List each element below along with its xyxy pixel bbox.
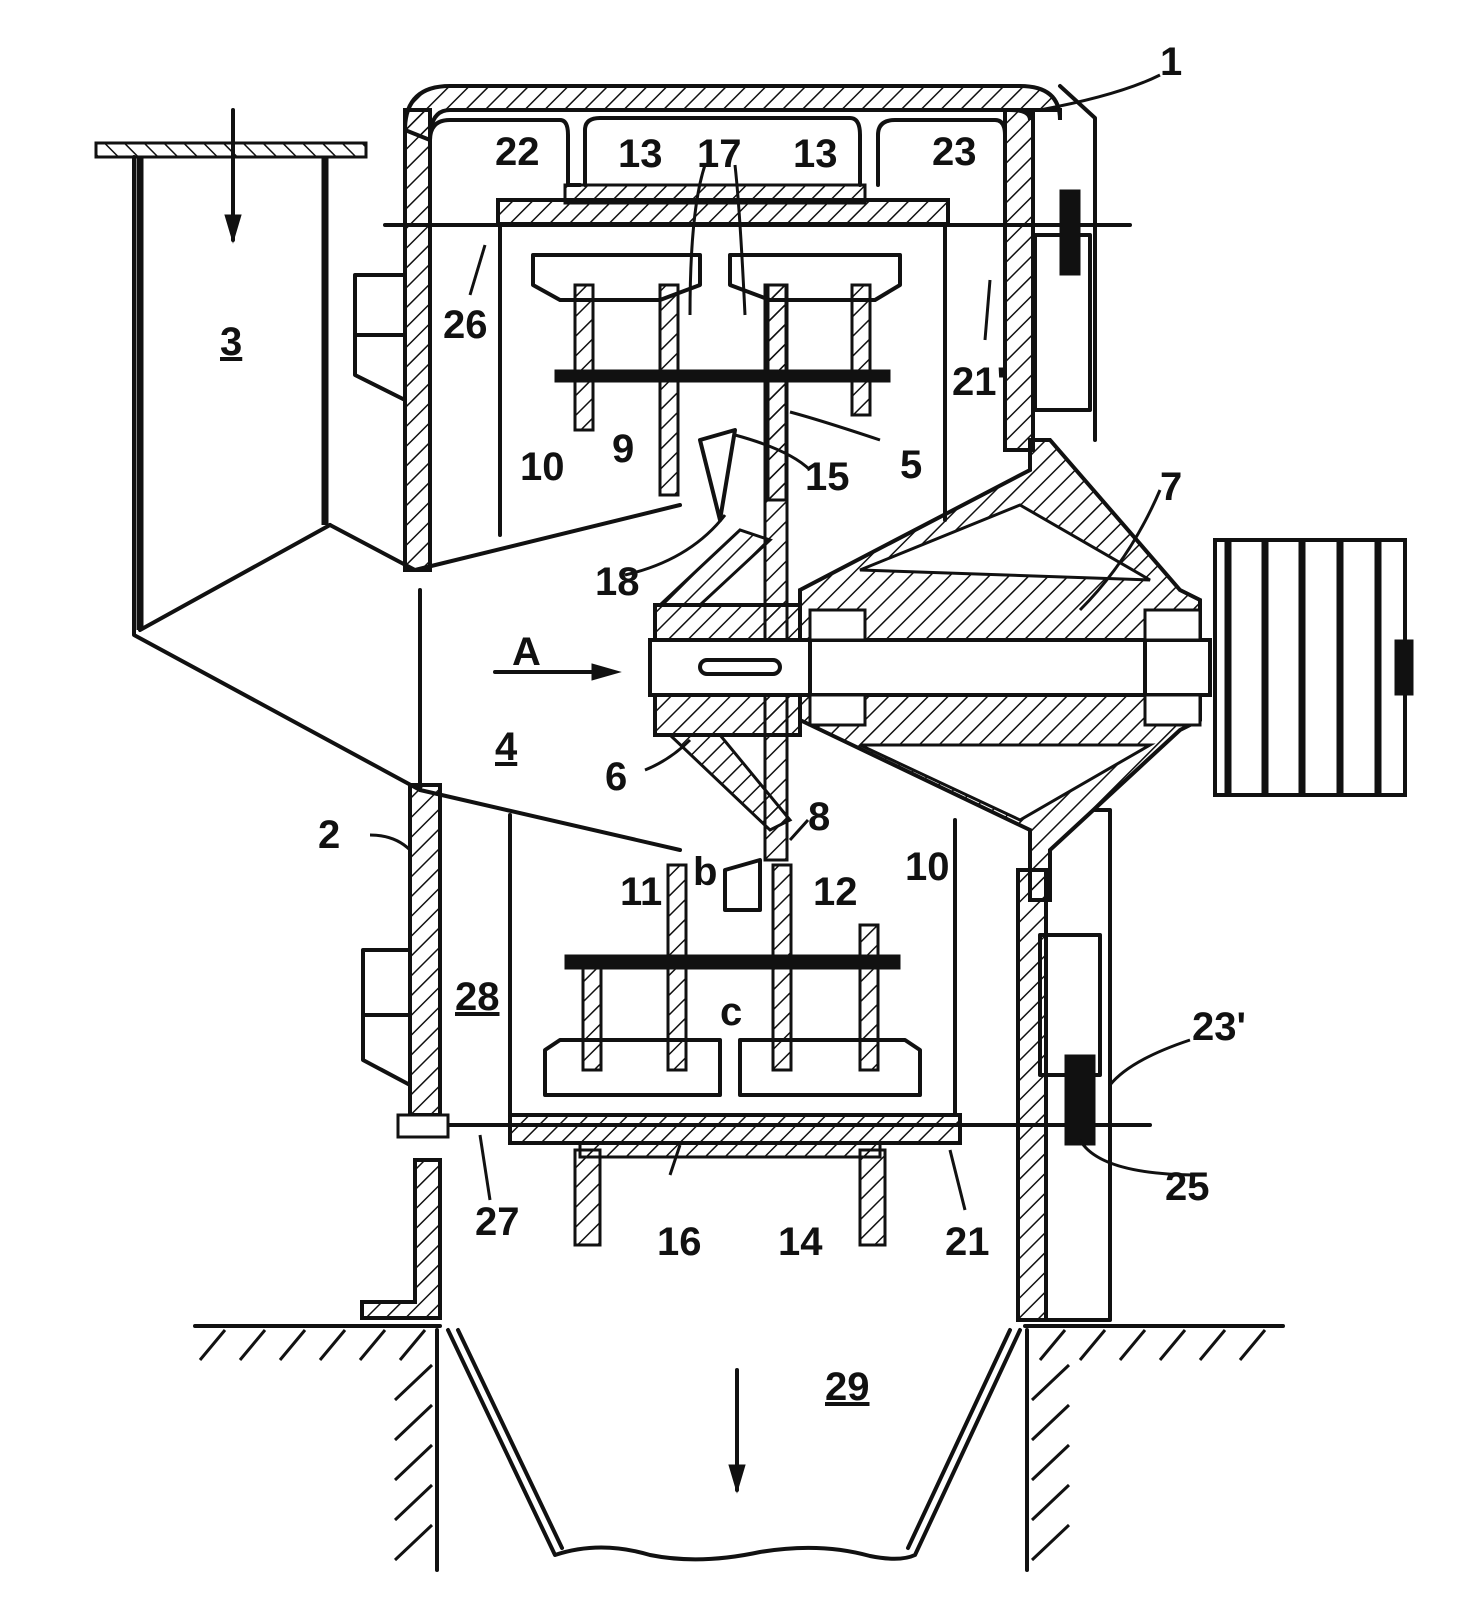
label-23: 23 bbox=[932, 130, 977, 174]
label-2: 2 bbox=[318, 813, 340, 857]
label-14: 14 bbox=[778, 1220, 823, 1264]
label-13-left: 13 bbox=[618, 132, 663, 176]
label-10-bottom: 10 bbox=[905, 845, 950, 889]
label-23-prime: 23' bbox=[1192, 1005, 1246, 1049]
label-5: 5 bbox=[900, 443, 922, 487]
label-28: 28 bbox=[455, 975, 500, 1019]
label-22: 22 bbox=[495, 130, 540, 174]
label-4: 4 bbox=[495, 725, 518, 769]
label-6: 6 bbox=[605, 755, 627, 799]
label-9: 9 bbox=[612, 427, 634, 471]
label-arrow-a: A bbox=[512, 630, 541, 674]
label-3: 3 bbox=[220, 320, 242, 364]
label-7: 7 bbox=[1160, 465, 1182, 509]
label-26: 26 bbox=[443, 303, 488, 347]
label-18: 18 bbox=[595, 560, 640, 604]
label-15: 15 bbox=[805, 455, 850, 499]
outlet-hopper bbox=[448, 1330, 1020, 1559]
label-21: 21 bbox=[945, 1220, 990, 1264]
label-8: 8 bbox=[808, 795, 830, 839]
label-17: 17 bbox=[697, 132, 742, 176]
label-25: 25 bbox=[1165, 1165, 1210, 1209]
label-21-prime: 21' bbox=[952, 360, 1006, 404]
label-dim-b: b bbox=[693, 850, 717, 894]
label-16: 16 bbox=[657, 1220, 702, 1264]
label-10-top: 10 bbox=[520, 445, 565, 489]
label-29: 29 bbox=[825, 1365, 870, 1409]
label-27: 27 bbox=[475, 1200, 520, 1244]
label-dim-c: c bbox=[720, 990, 742, 1034]
label-13-right: 13 bbox=[793, 132, 838, 176]
label-12: 12 bbox=[813, 870, 858, 914]
label-11: 11 bbox=[620, 870, 662, 914]
label-1: 1 bbox=[1160, 40, 1182, 84]
